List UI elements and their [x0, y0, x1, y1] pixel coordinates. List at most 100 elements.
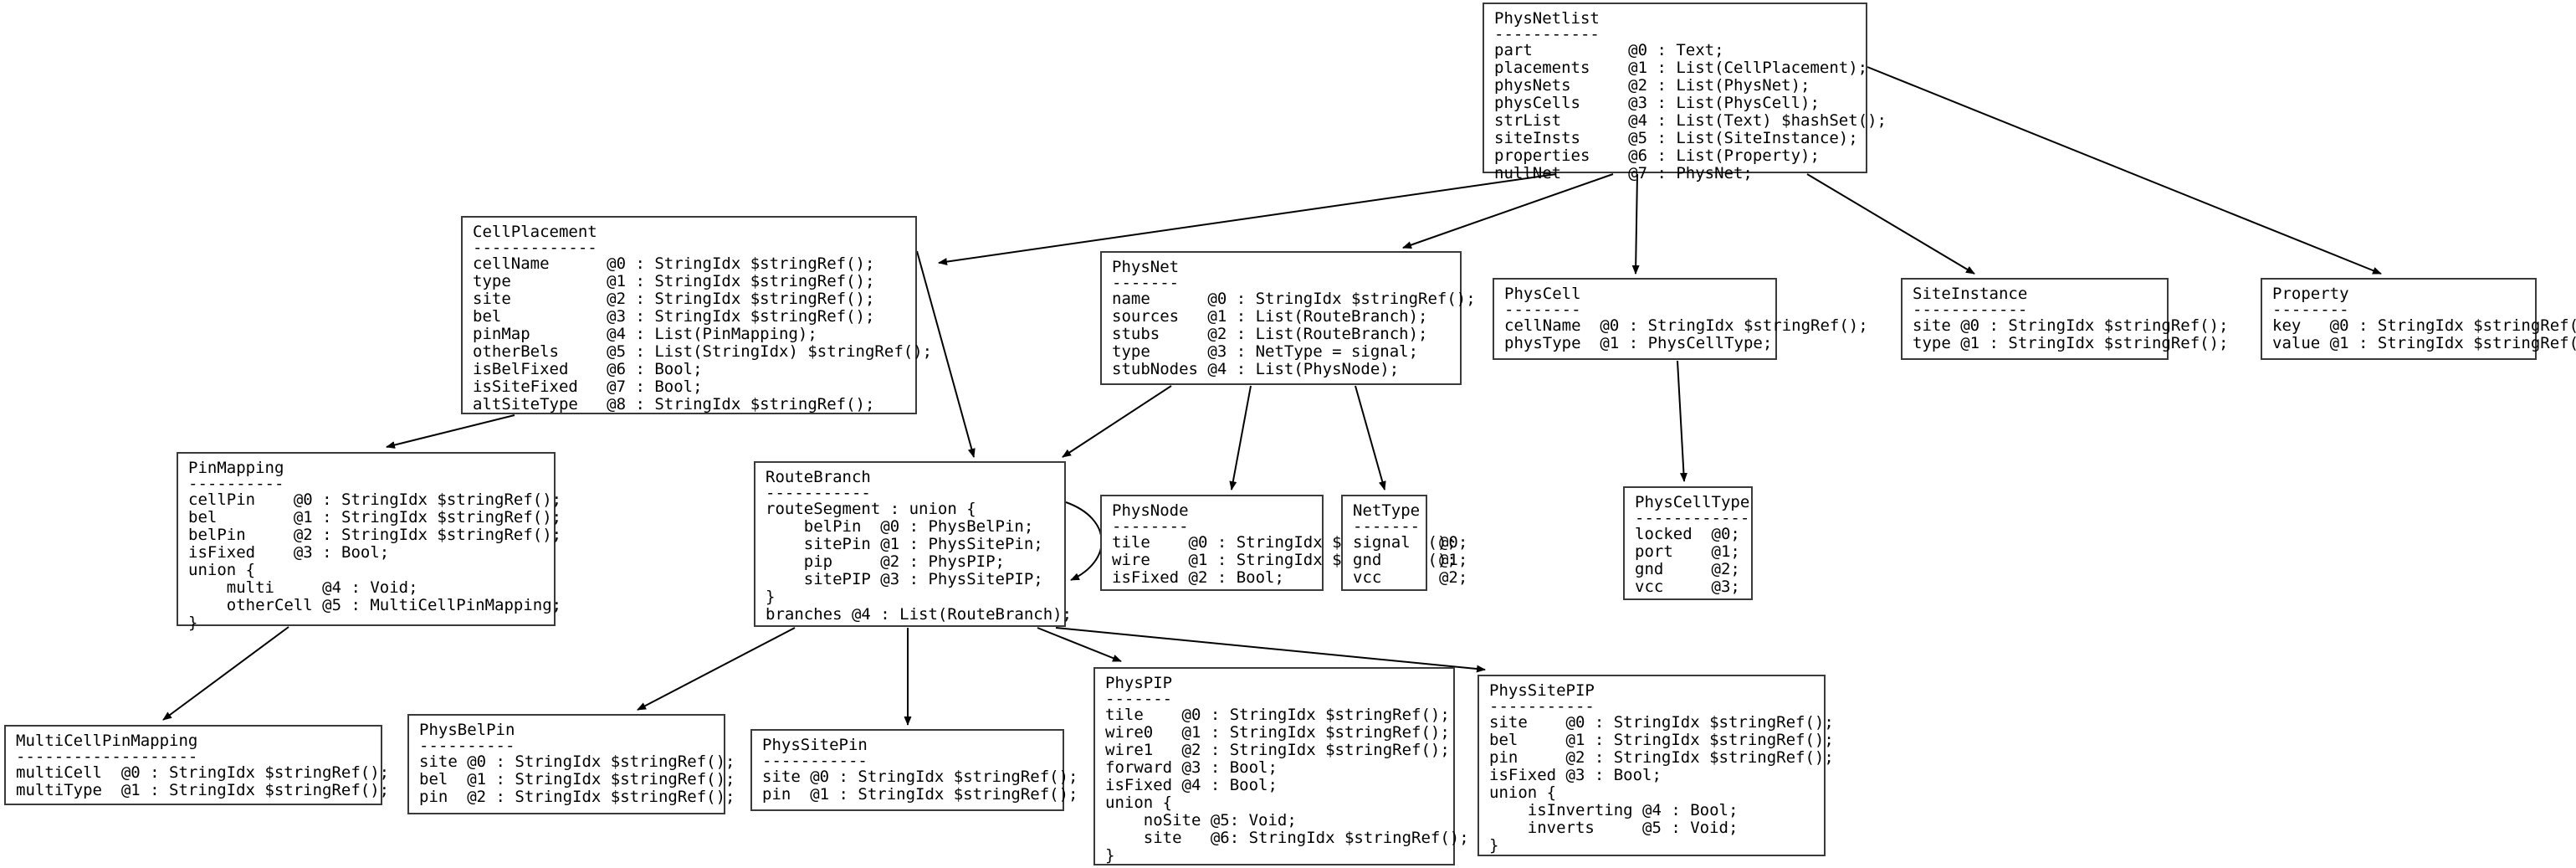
node-field: isSiteFixed @7 : Bool;: [473, 378, 703, 396]
node-field: stubs @2 : List(RouteBranch);: [1112, 325, 1428, 343]
node-field-list: site @0 : StringIdx $stringRef();bel @1 …: [1489, 713, 1834, 855]
node-field: cellName @0 : StringIdx $stringRef();: [473, 254, 875, 273]
node-field: pin @2 : StringIdx $stringRef();: [1489, 748, 1834, 767]
node-field: name @0 : StringIdx $stringRef();: [1112, 290, 1476, 308]
node-field: site @0 : StringIdx $stringRef();: [1489, 713, 1834, 732]
node-physsitepin[interactable]: PhysSitePin-----------site @0 : StringId…: [750, 729, 1078, 811]
node-field: site @0 : StringIdx $stringRef();: [1913, 316, 2229, 335]
node-field: tile @0 : StringIdx $stringRef();: [1105, 706, 1450, 724]
node-field-list: part @0 : Text;placements @1 : List(Cell…: [1494, 42, 1887, 182]
node-field: bel @1 : StringIdx $stringRef();: [419, 770, 735, 788]
node-field: type @3 : NetType = signal;: [1112, 342, 1419, 361]
node-routebranch[interactable]: RouteBranch-----------routeSegment : uni…: [754, 461, 1073, 627]
node-field: noSite @5: Void;: [1105, 811, 1297, 829]
node-title: PhysCell: [1504, 285, 1581, 303]
node-field-list: signal @0;gnd @1;vcc @2;: [1353, 533, 1468, 587]
node-title: PhysNet: [1112, 258, 1180, 276]
node-field: site @0 : StringIdx $stringRef();: [762, 768, 1078, 786]
edge-physnetlist-to-physnet: [1402, 173, 1614, 249]
edge-pinmapping-to-multicellpinmapping: [162, 626, 289, 721]
node-field-list: site @0 : StringIdx $stringRef();pin @1 …: [762, 768, 1078, 804]
node-field: forward @3 : Bool;: [1105, 758, 1278, 777]
node-physpip[interactable]: PhysPIP-------tile @0 : StringIdx $strin…: [1093, 667, 1469, 865]
node-field: site @6: StringIdx $stringRef();: [1105, 829, 1469, 847]
node-field: otherCell @5 : MultiCellPinMapping;: [188, 596, 562, 614]
edge-routebranch-to-physbelpin: [637, 627, 796, 711]
node-title: PhysBelPin: [419, 721, 515, 739]
node-field: }: [1489, 836, 1499, 855]
node-field: multiType @1 : StringIdx $stringRef();: [16, 781, 390, 799]
node-field: site @2 : StringIdx $stringRef();: [473, 290, 875, 308]
node-field: branches @4 : List(RouteBranch);: [766, 605, 1073, 624]
node-field-list: tile @0 : StringIdx $stringRef();wire @1…: [1112, 533, 1457, 587]
node-field: vcc @2;: [1353, 568, 1468, 587]
node-field: type @1 : StringIdx $stringRef();: [473, 272, 875, 290]
edge-physnet-to-nettype: [1355, 385, 1386, 490]
node-field: union {: [1105, 794, 1173, 812]
node-title: NetType: [1353, 501, 1421, 520]
node-separator: -----------: [762, 752, 868, 770]
node-field: signal @0;: [1353, 533, 1468, 552]
node-field-list: site @0 : StringIdx $stringRef();type @1…: [1913, 316, 2229, 352]
node-physnet[interactable]: PhysNet-------name @0 : StringIdx $strin…: [1100, 251, 1476, 385]
node-title: SiteInstance: [1913, 285, 2028, 303]
node-field: wire @1 : StringIdx $stringRef();: [1112, 551, 1457, 569]
node-field: }: [1105, 846, 1115, 865]
edge-routebranch-to-physsitepip: [1055, 627, 1486, 673]
node-field-list: key @0 : StringIdx $stringRef();value @1…: [2272, 317, 2576, 352]
edge-physnet-to-physnode: [1229, 385, 1252, 490]
node-cellplacement[interactable]: CellPlacement-------------cellName @0 : …: [461, 216, 933, 414]
node-separator: -------------: [473, 239, 597, 257]
node-field: cellName @0 : StringIdx $stringRef();: [1504, 316, 1868, 335]
node-field: value @1 : StringIdx $stringRef();: [2272, 334, 2576, 352]
node-field: tile @0 : StringIdx $stringRef();: [1112, 533, 1457, 552]
edge-physnet-to-routebranch: [1062, 385, 1172, 458]
edge-cellplacement-to-pinmapping: [386, 414, 515, 449]
node-separator: -------: [1105, 690, 1173, 708]
edge-routebranch-to-physpip: [1037, 627, 1122, 662]
node-field: placements @1 : List(CellPlacement);: [1494, 59, 1868, 77]
node-separator: --------: [1504, 300, 1581, 319]
node-title: PhysCellType: [1635, 493, 1750, 511]
node-physbelpin[interactable]: PhysBelPin----------site @0 : StringIdx …: [407, 714, 735, 814]
node-physsitepip[interactable]: PhysSitePIP-----------site @0 : StringId…: [1477, 675, 1834, 856]
node-separator: -------------------: [16, 747, 198, 766]
node-field: inverts @5 : Void;: [1489, 819, 1739, 837]
node-field: pin @1 : StringIdx $stringRef();: [762, 785, 1078, 804]
node-field: }: [766, 588, 776, 606]
node-field: site @0 : StringIdx $stringRef();: [419, 752, 735, 771]
node-title: CellPlacement: [473, 223, 597, 241]
edge-physnetlist-to-physcell: [1631, 173, 1640, 275]
node-field: isFixed @2 : Bool;: [1112, 568, 1284, 587]
node-physcelltype[interactable]: PhysCellType------------locked @0;port @…: [1623, 486, 1753, 600]
node-separator: ----------: [419, 737, 515, 755]
node-field-list: tile @0 : StringIdx $stringRef();wire0 @…: [1105, 706, 1469, 865]
node-title: PhysNetlist: [1494, 9, 1600, 28]
node-field: isInverting @4 : Bool;: [1489, 801, 1739, 819]
node-field: multiCell @0 : StringIdx $stringRef();: [16, 763, 390, 782]
node-property[interactable]: Property--------key @0 : StringIdx $stri…: [2261, 278, 2576, 360]
node-nettype[interactable]: NetType-------signal @0;gnd @1;vcc @2;: [1341, 495, 1468, 591]
node-title: PhysPIP: [1105, 674, 1173, 692]
node-field: wire1 @2 : StringIdx $stringRef();: [1105, 741, 1450, 759]
node-physnode[interactable]: PhysNode--------tile @0 : StringIdx $str…: [1100, 495, 1457, 591]
node-field-list: locked @0;port @1;gnd @2;vcc @3;: [1635, 526, 1743, 596]
node-field: strList @4 : List(Text) $hashSet();: [1494, 111, 1887, 130]
node-field: isFixed @3 : Bool;: [188, 543, 390, 562]
node-physcell[interactable]: PhysCell--------cellName @0 : StringIdx …: [1493, 278, 1868, 360]
node-field: belPin @2 : StringIdx $stringRef();: [188, 526, 562, 544]
node-field-list: cellName @0 : StringIdx $stringRef();typ…: [473, 254, 933, 413]
node-field: otherBels @5 : List(StringIdx) $stringRe…: [473, 342, 933, 361]
node-field: pip @2 : PhysPIP;: [766, 552, 1005, 571]
node-multicellpinmapping[interactable]: MultiCellPinMapping-------------------mu…: [4, 725, 390, 805]
node-separator: ----------: [188, 475, 284, 493]
node-field-list: site @0 : StringIdx $stringRef();bel @1 …: [419, 752, 735, 806]
node-siteinstance[interactable]: SiteInstance------------site @0 : String…: [1901, 278, 2229, 360]
node-field: type @1 : StringIdx $stringRef();: [1913, 334, 2229, 352]
node-pinmapping[interactable]: PinMapping----------cellPin @0 : StringI…: [177, 452, 562, 632]
node-field: union {: [188, 561, 256, 579]
node-title: MultiCellPinMapping: [16, 732, 198, 750]
node-separator: --------: [1112, 517, 1189, 536]
node-physnetlist[interactable]: PhysNetlist-----------part @0 : Text;pla…: [1483, 3, 1887, 182]
node-field: sitePIP @3 : PhysSitePIP;: [766, 570, 1043, 588]
